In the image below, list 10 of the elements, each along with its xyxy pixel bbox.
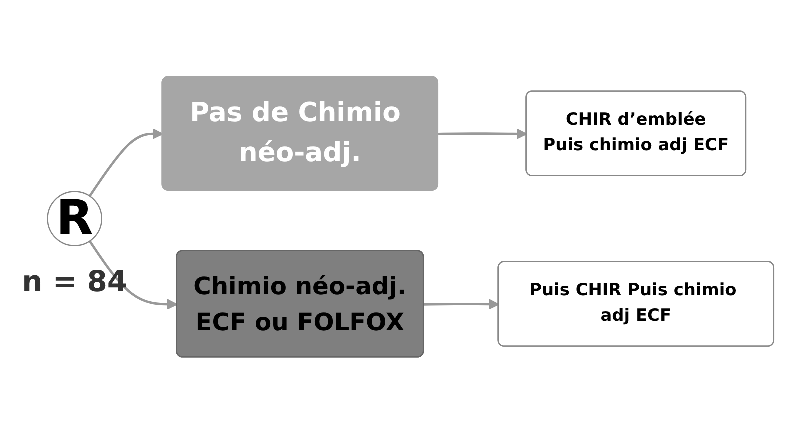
arrow [88, 240, 178, 310]
treatment-box: CHIR d’emblée Puis chimio adj ECF [526, 90, 747, 176]
treatment-box: Chimio néo-adj. ECF ou FOLFOX [176, 250, 424, 358]
randomization-circle: R [47, 190, 103, 246]
treatment-box: Puis CHIR Puis chimio adj ECF [498, 260, 775, 346]
arrow [88, 128, 164, 197]
arrow [438, 128, 528, 139]
sample-size-label: n = 84 [22, 264, 128, 298]
treatment-box: Pas de Chimio néo-adj. [162, 76, 439, 191]
arrow [424, 298, 500, 310]
